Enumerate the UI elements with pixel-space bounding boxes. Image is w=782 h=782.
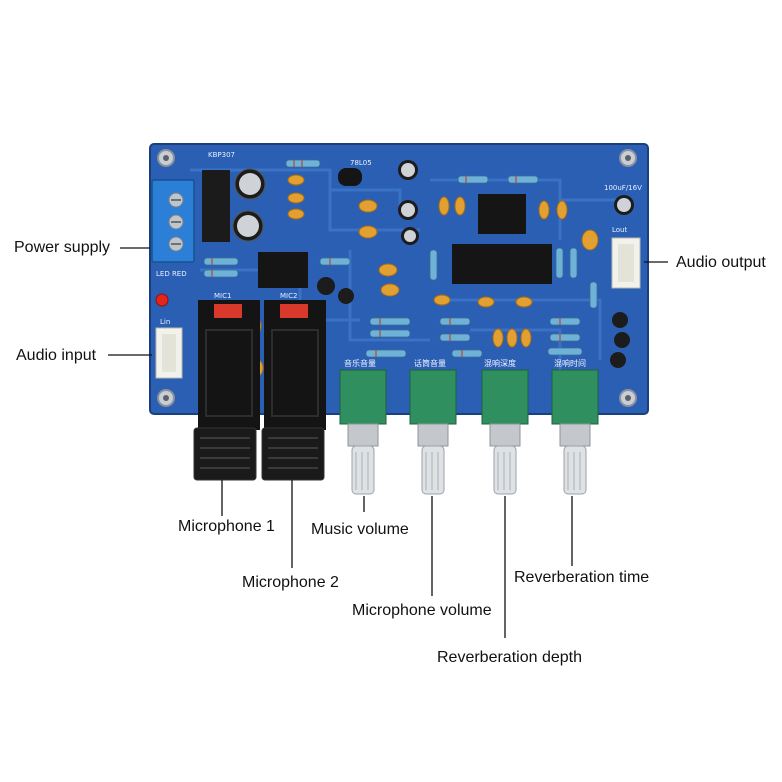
silkscreen-lout: Lout	[612, 226, 627, 234]
silkscreen-lin: Lin	[160, 318, 170, 326]
silkscreen-mic1: MIC1	[214, 292, 231, 300]
label-music-volume: Music volume	[311, 521, 409, 538]
silkscreen-knob-label-2: 话筒音量	[414, 358, 446, 368]
power-terminal-block	[151, 179, 195, 263]
silkscreen-mic2: MIC2	[280, 292, 297, 300]
label-microphone-1: Microphone 1	[178, 518, 275, 535]
leader-lines	[108, 247, 668, 638]
label-reverberation-time: Reverberation time	[514, 569, 650, 586]
silkscreen-cap-right: 100uF/16V	[604, 184, 642, 192]
silkscreen-knob-label-1: 音乐音量	[344, 358, 376, 368]
label-audio-input: Audio input	[16, 347, 97, 364]
rectifier-and-capacitors	[202, 160, 634, 368]
audio-output-connector	[611, 237, 641, 289]
red-led	[155, 293, 169, 307]
silkscreen-text: KBP307 78L05 100uF/16V LED RED Lin Lout …	[156, 151, 642, 368]
potentiometer-microphone-volume	[409, 369, 457, 495]
potentiometer-music-volume	[339, 369, 387, 495]
label-microphone-volume: Microphone volume	[352, 602, 492, 619]
microphone-jack-1	[193, 300, 260, 481]
silkscreen-board-name: KBP307	[208, 151, 235, 159]
resistors	[203, 159, 598, 358]
silkscreen-knob-label-3: 混响深度	[484, 358, 516, 368]
silkscreen-regulator: 78L05	[350, 159, 372, 167]
label-power-supply: Power supply	[14, 239, 111, 256]
label-audio-output: Audio output	[676, 254, 766, 271]
label-reverberation-depth: Reverberation depth	[437, 649, 582, 666]
microphone-jack-2	[261, 300, 326, 481]
integrated-circuits	[258, 168, 552, 288]
audio-input-connector	[155, 327, 183, 379]
potentiometer-reverberation-time	[551, 369, 599, 495]
silkscreen-led: LED RED	[156, 270, 187, 278]
label-microphone-2: Microphone 2	[242, 574, 339, 591]
silkscreen-knob-label-4: 混响时间	[554, 358, 586, 368]
potentiometer-reverberation-depth	[481, 369, 529, 495]
